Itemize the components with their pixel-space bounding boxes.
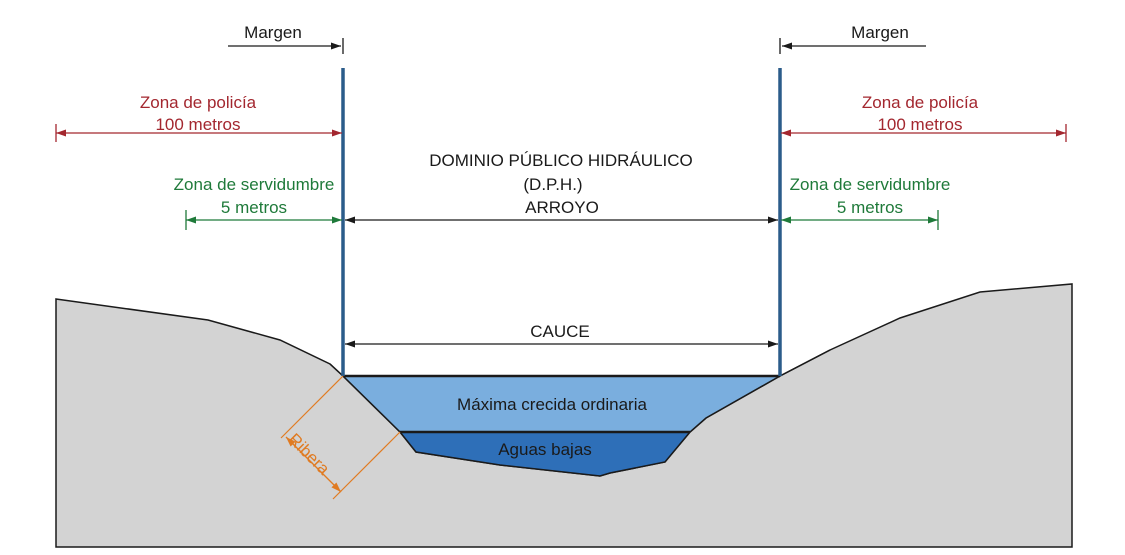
max-flood-label: Máxima crecida ordinaria (457, 395, 647, 414)
low-water (400, 432, 690, 476)
margen-left-label: Margen (244, 23, 302, 42)
channel-bed-outline (329, 349, 831, 477)
max-flood-water (343, 376, 780, 432)
policia-right-distance: 100 metros (877, 115, 962, 134)
policia-left-distance: 100 metros (155, 115, 240, 134)
servidumbre-left-title: Zona de servidumbre (174, 175, 335, 194)
policia-right-title: Zona de policía (862, 93, 979, 112)
margen-right-label: Margen (851, 23, 909, 42)
ribera-dimension (285, 436, 342, 493)
servidumbre-right-distance: 5 metros (837, 198, 903, 217)
low-water-label: Aguas bajas (498, 440, 592, 459)
arroyo-label: ARROYO (525, 198, 599, 217)
cauce-label: CAUCE (530, 322, 590, 341)
policia-left-title: Zona de policía (140, 93, 257, 112)
dph-title: DOMINIO PÚBLICO HIDRÁULICO (429, 151, 693, 170)
ribera-extension-top (280, 375, 344, 439)
servidumbre-left-distance: 5 metros (221, 198, 287, 217)
dph-abbreviation: (D.P.H.) (523, 175, 582, 194)
servidumbre-right-title: Zona de servidumbre (790, 175, 951, 194)
ribera-extension-bottom (332, 431, 401, 500)
